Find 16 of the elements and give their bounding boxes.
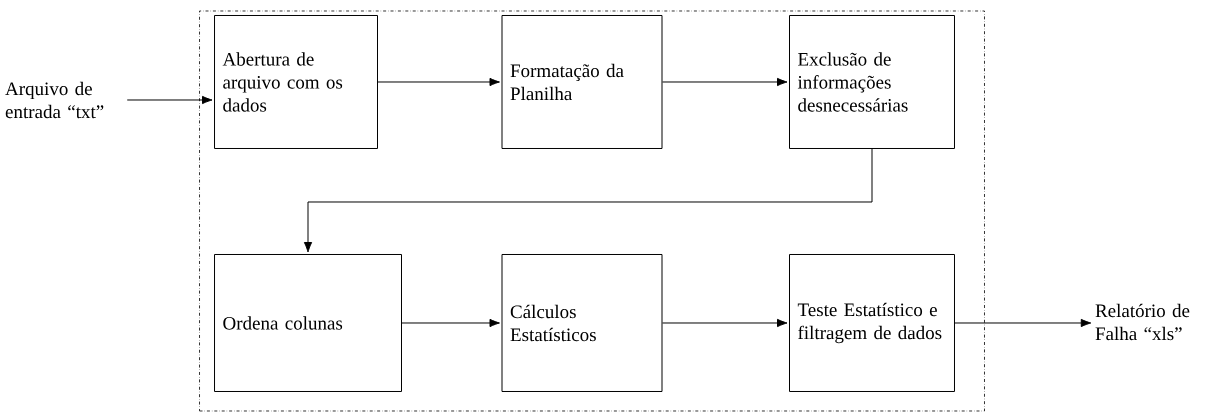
arrow [662,77,788,87]
process-box: Formatação da Planilha [501,15,663,149]
process-box: Ordena colunas [214,254,402,392]
io-label: Arquivo de entrada “txt” [5,81,104,119]
arrow [303,148,873,253]
process-box: Cálculos Estatísticos [501,254,663,392]
arrow [662,318,788,328]
arrow [126,95,213,105]
process-box: Exclusão de informações desnecessárias [789,15,955,149]
arrow [954,318,1092,328]
io-label: Relatório de Falha “xls” [1095,303,1190,341]
dashed-boundary [199,10,985,412]
arrow [377,77,500,87]
process-box: Teste Estatístico e filtragem de dados [789,254,955,392]
arrow [401,318,500,328]
process-box: Abertura de arquivo com os dados [214,15,378,149]
